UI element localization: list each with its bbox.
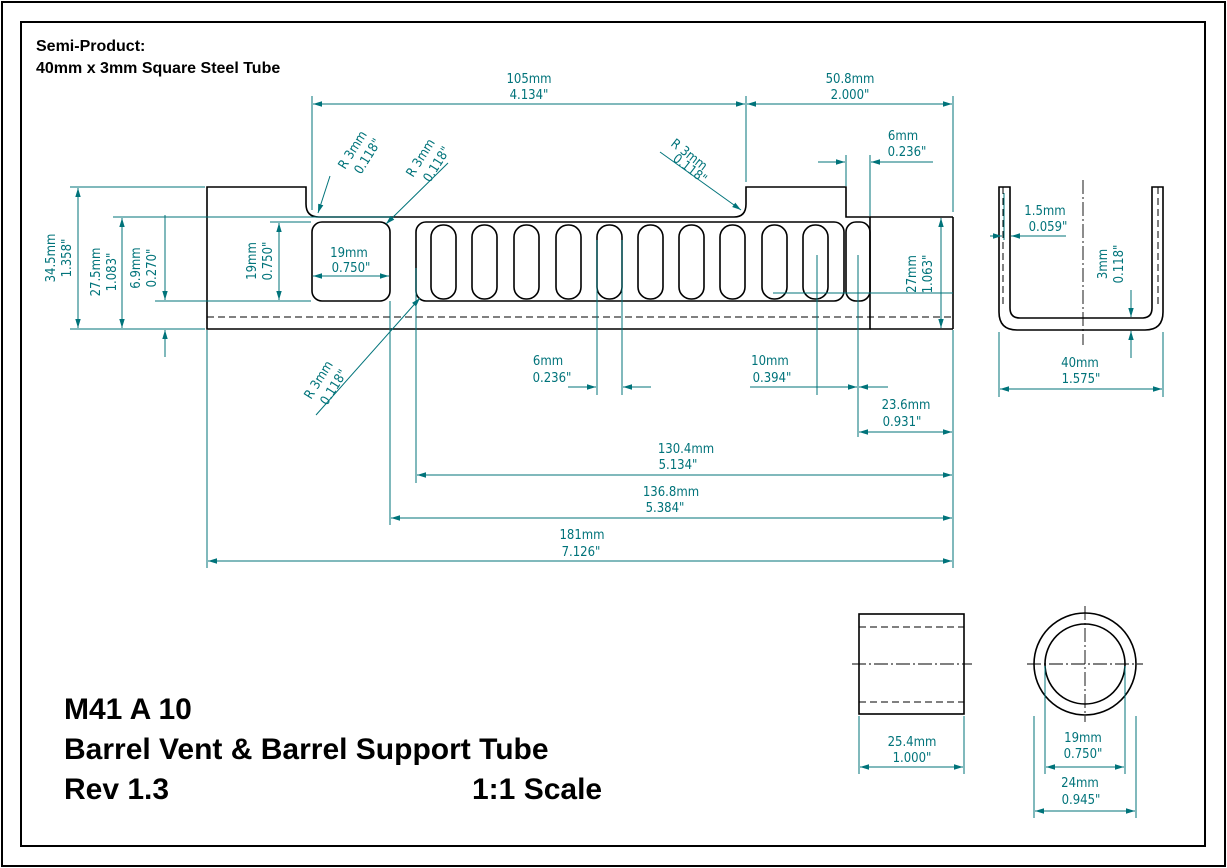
dim-19-ring-mm: 19mm [1064,731,1102,746]
channel-end-view: 1.5mm 0.059" 3mm 0.118" 40mm 1.575" [990,180,1164,397]
revision: Rev 1.3 [64,773,170,806]
dim-6-9-in: 0.270" [145,249,160,288]
dim-23-6-mm: 23.6mm [882,398,931,413]
dim-130-mm: 130.4mm [658,442,714,457]
dim-181-mm: 181mm [559,528,604,543]
dim-40-mm: 40mm [1061,356,1099,371]
dim-23-6-in: 0.931" [883,415,922,430]
dim-27-5-mm: 27.5mm [89,248,104,297]
dim-10-in: 0.394" [753,371,792,386]
slot-frame [415,221,845,302]
dim-19-horiz-mm: 19mm [330,246,368,261]
dim-6-9-mm: 6.9mm [129,247,144,288]
dim-105-in: 4.134" [510,88,549,103]
dim-19-ring-in: 0.750" [1064,747,1103,762]
dim-25-4-mm: 25.4mm [888,735,937,750]
square-window [311,221,391,302]
dim-50-mm: 50.8mm [826,72,875,87]
dim-6-slot-mm: 6mm [533,354,563,369]
dim-136-in: 5.384" [646,501,685,516]
dim-181-in: 7.126" [562,545,601,560]
dim-25-4-in: 1.000" [893,751,932,766]
dim-24-mm: 24mm [1061,776,1099,791]
semi-product-spec: 40mm x 3mm Square Steel Tube [36,60,281,77]
dim-19-vert-mm: 19mm [245,242,260,280]
dim-40-in: 1.575" [1062,372,1101,387]
dim-24-in: 0.945" [1062,793,1101,808]
dim-105-mm: 105mm [506,72,551,87]
dim-6-slot-in: 0.236" [533,371,572,386]
dim-27-mm: 27mm [905,255,920,293]
semi-product-note: Semi-Product: 40mm x 3mm Square Steel Tu… [36,36,280,80]
dim-34-in: 1.358" [60,239,75,278]
dim-3-mm: 3mm [1096,249,1111,279]
dim-27-in: 1.063" [921,255,936,294]
dim-10-mm: 10mm [751,354,789,369]
dim-50-in: 2.000" [831,88,870,103]
dim-1-5-mm: 1.5mm [1024,204,1065,219]
dim-1-5-in: 0.059" [1029,220,1068,235]
dim-6-top-mm: 6mm [888,129,918,144]
barrel-vent-side-view [206,186,954,330]
semi-product-label: Semi-Product: [36,38,146,55]
dim-3-in: 0.118" [1112,245,1127,284]
part-number: M41 A 10 [64,693,192,726]
dim-27-5-in: 1.083" [105,253,120,292]
support-tube-side-view: 25.4mm 1.000" [852,613,972,774]
dim-6-top-in: 0.236" [888,145,927,160]
scale-label: 1:1 Scale [472,773,603,806]
support-tube-end-view: 19mm 0.750" 24mm 0.945" [1027,606,1143,818]
inner-border [20,21,1206,847]
dim-130-in: 5.134" [659,458,698,473]
dim-19-vert-in: 0.750" [261,242,276,281]
dim-136-mm: 136.8mm [643,485,699,500]
dim-34-mm: 34.5mm [44,234,59,283]
dim-19-horiz-in: 0.750" [332,261,371,276]
part-name: Barrel Vent & Barrel Support Tube [64,733,549,766]
main-view-dimensions: 105mm 4.134" 50.8mm 2.000" 6mm 0.236" R … [44,72,954,568]
